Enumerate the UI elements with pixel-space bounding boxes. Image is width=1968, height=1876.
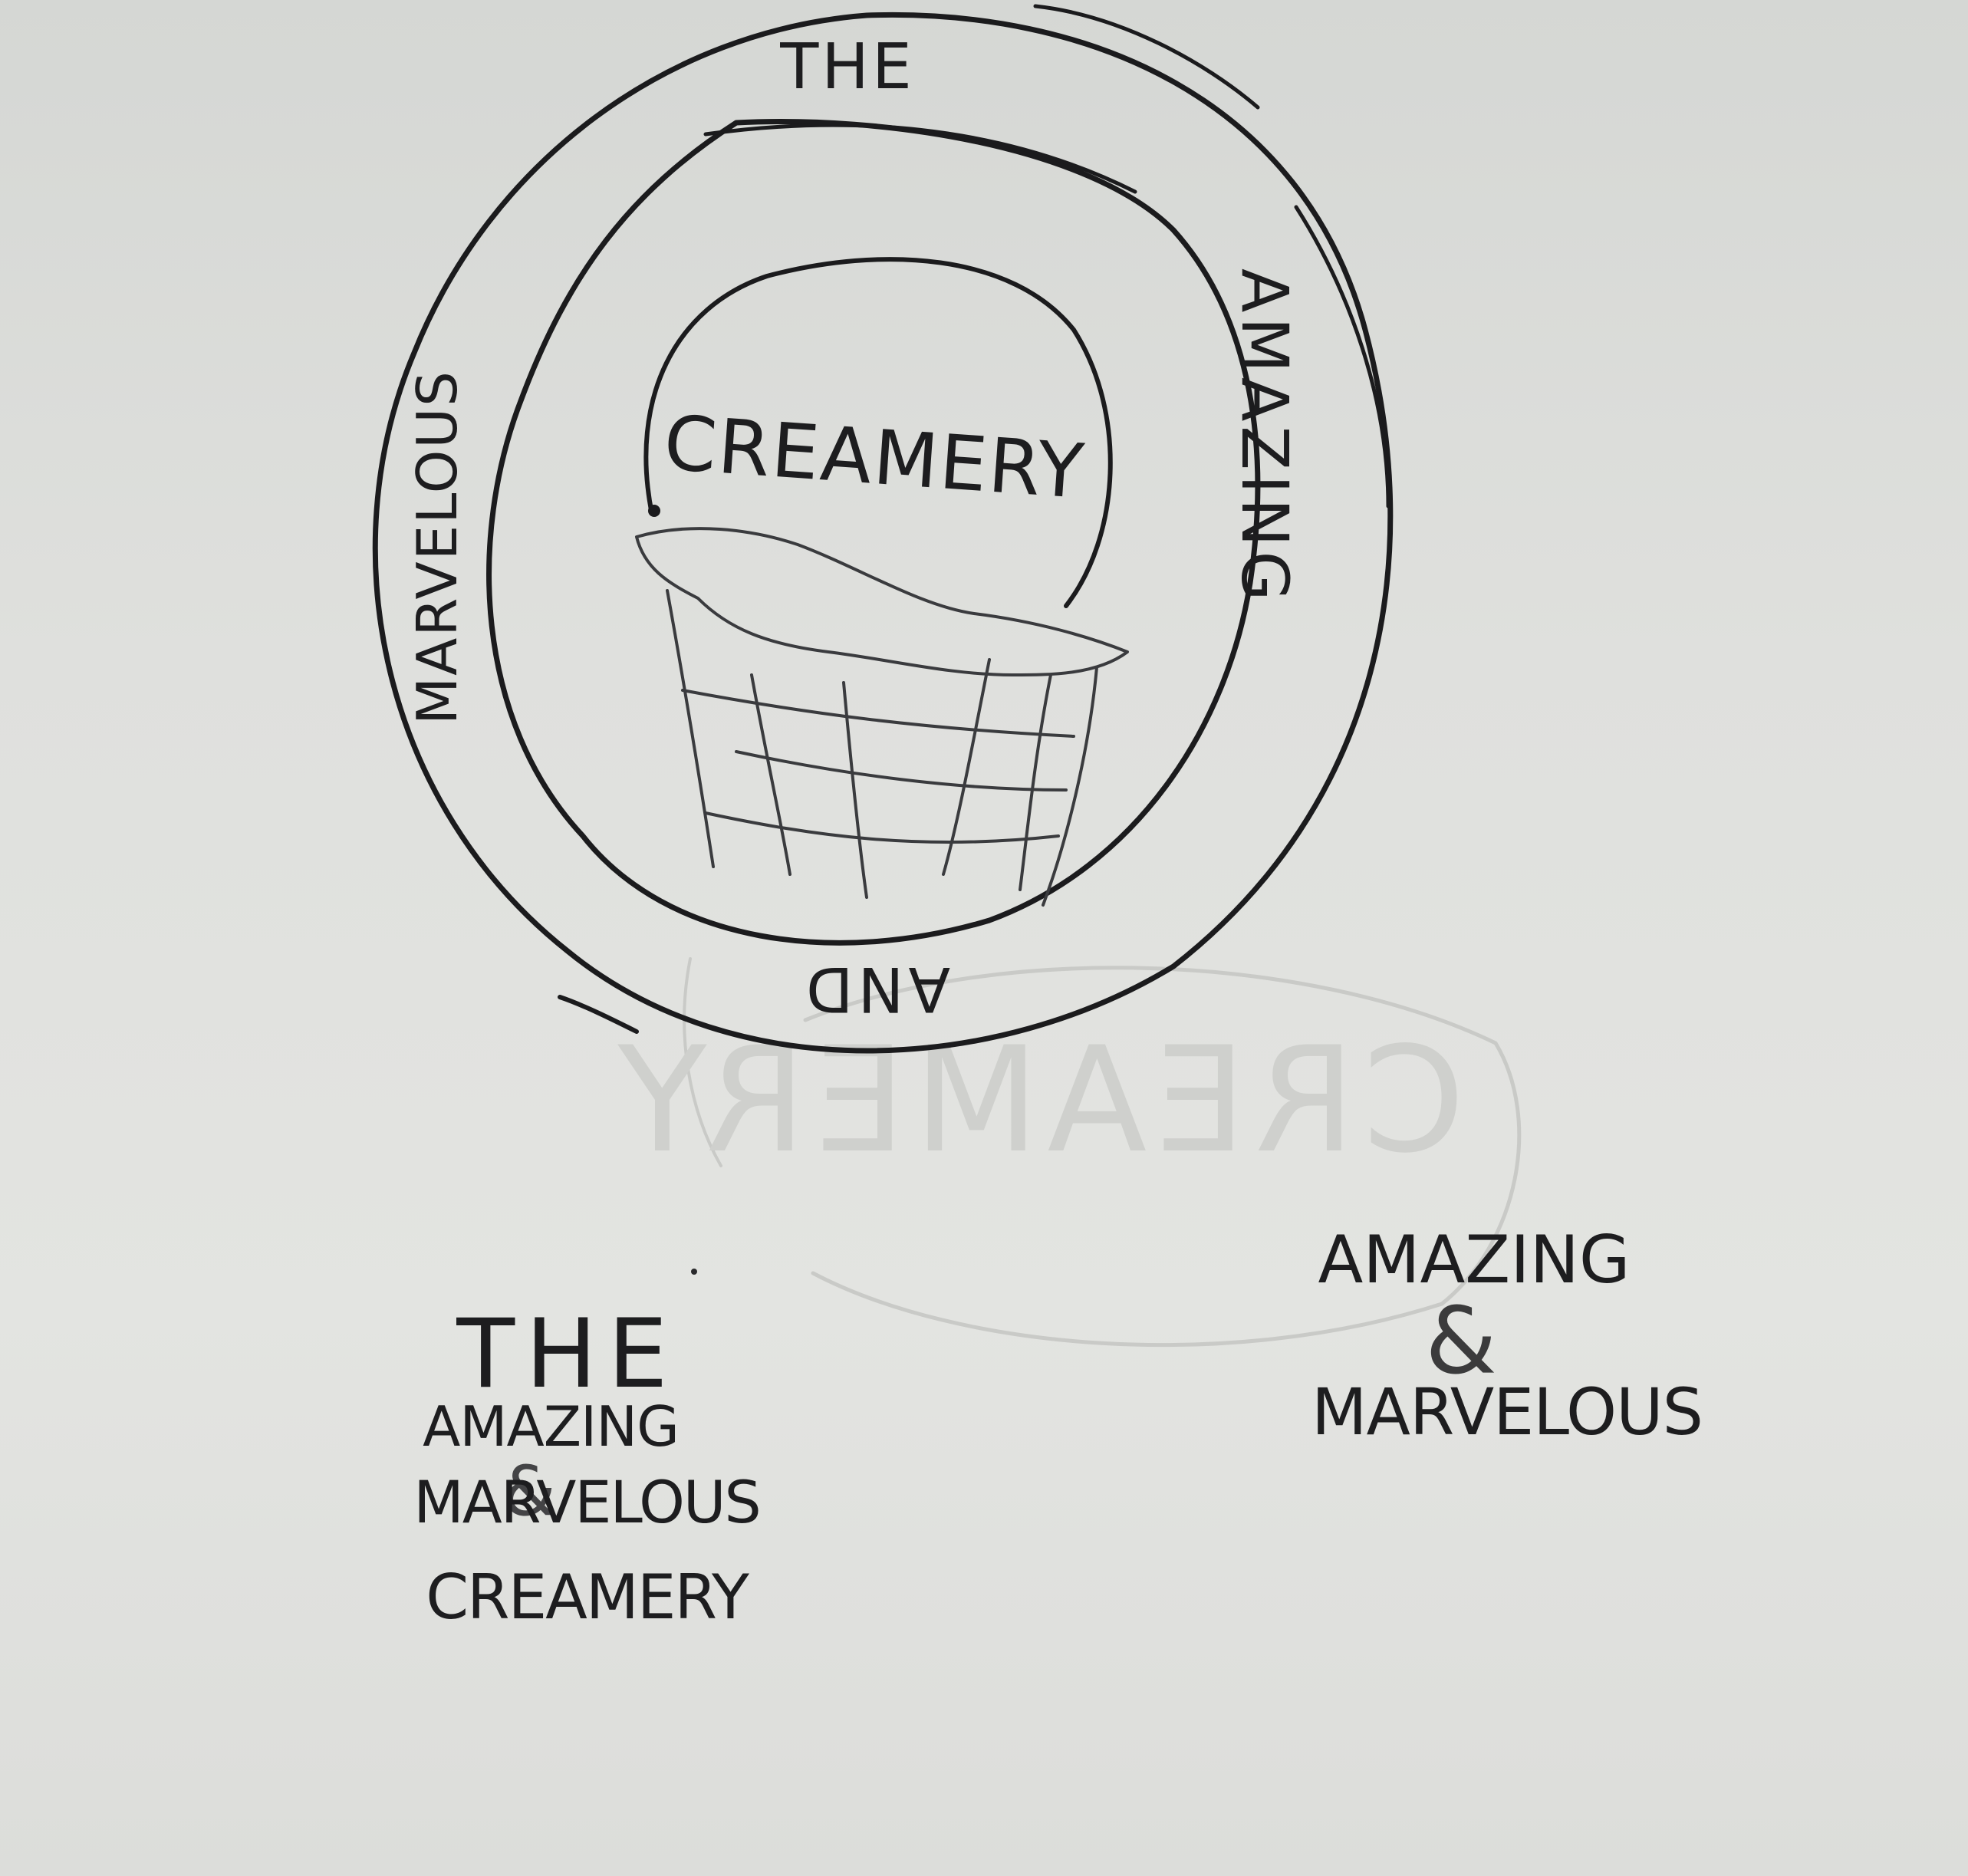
scoop-outline <box>643 257 1113 608</box>
stacked-line-creamery: CREAMERY <box>426 1562 750 1633</box>
stacked-wordmark: THE AMAZING & MARVELOUS CREAMERY <box>413 1299 762 1633</box>
ring-text-right: AMAZING <box>1227 268 1302 606</box>
short-ampersand: & <box>1425 1289 1497 1395</box>
short-wordmark: AMAZING & MARVELOUS <box>1311 1222 1703 1450</box>
svg-text:CREAMERY: CREAMERY <box>610 1015 1465 1185</box>
short-line-marvelous: MARVELOUS <box>1311 1374 1703 1450</box>
cone-icon <box>666 589 1098 907</box>
center-word: CREAMERY <box>661 400 1088 516</box>
scoop-drip <box>635 527 1129 676</box>
stacked-line-amazing: AMAZING <box>423 1394 679 1459</box>
short-line-amazing: AMAZING <box>1318 1222 1630 1298</box>
ring-text-left: MARVELOUS <box>405 370 469 725</box>
inner-ring <box>486 119 1261 946</box>
ring-text-top: THE <box>779 31 915 104</box>
stacked-line-the: THE <box>456 1299 678 1410</box>
ring-text-bottom: AND <box>801 953 950 1025</box>
bleed-through-ghost: CREAMERY <box>610 957 1522 1348</box>
outer-ring <box>372 12 1394 1054</box>
stacked-line-marvelous: MARVELOUS <box>413 1468 760 1536</box>
stacked-ampersand: & <box>502 1451 556 1532</box>
